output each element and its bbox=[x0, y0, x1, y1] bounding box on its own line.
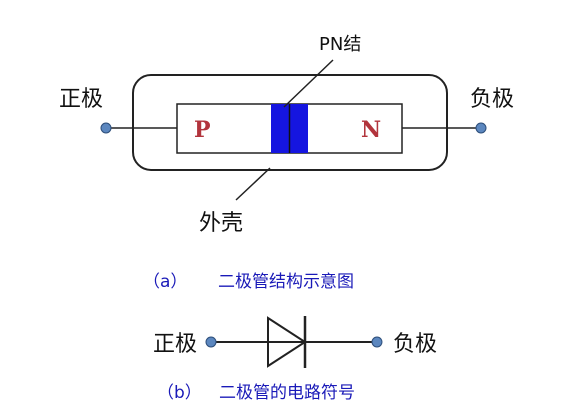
caption-b-index: （b） bbox=[157, 383, 202, 403]
symbol-anode-dot bbox=[205, 336, 217, 348]
caption-a-index: （a） bbox=[143, 272, 187, 292]
anode-label-a: 正极 bbox=[59, 87, 103, 112]
pn-junction-p-side bbox=[271, 104, 289, 153]
shell-label: 外壳 bbox=[199, 211, 243, 236]
cathode-label-a: 负极 bbox=[470, 87, 514, 112]
pn-junction-label: PN结 bbox=[319, 34, 361, 55]
caption-a-text: 二极管结构示意图 bbox=[218, 272, 354, 292]
symbol-cathode-dot bbox=[371, 336, 383, 348]
diode-triangle-symbol bbox=[267, 316, 307, 368]
p-region-label: P bbox=[194, 117, 211, 143]
caption-b-text: 二极管的电路符号 bbox=[219, 383, 355, 403]
cathode-label-b: 负极 bbox=[393, 332, 437, 357]
anode-label-b: 正极 bbox=[153, 332, 197, 357]
shell-outline bbox=[132, 74, 448, 171]
cathode-terminal-dot bbox=[475, 122, 487, 134]
anode-terminal-dot bbox=[100, 122, 112, 134]
shell-leader bbox=[235, 167, 271, 201]
pn-junction-n-side bbox=[290, 104, 308, 153]
n-region-label: N bbox=[361, 117, 381, 143]
pn-junction-leader bbox=[283, 59, 334, 108]
